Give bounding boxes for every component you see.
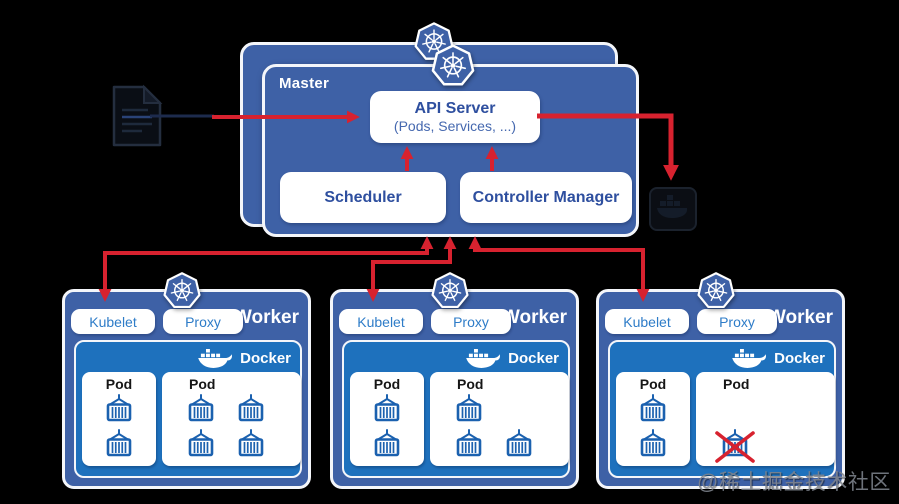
docker-box: Docker Pod Pod	[608, 340, 836, 478]
pod-containers	[696, 372, 835, 466]
docker-whale-icon	[465, 346, 501, 370]
pod-label: Pod	[457, 376, 484, 392]
docker-header: Docker	[610, 342, 834, 370]
container-icon	[236, 393, 266, 423]
watermark: @稀土掘金技术社区	[697, 471, 891, 494]
pod-box: Pod	[430, 372, 569, 466]
kubelet-box: Kubelet	[339, 309, 423, 334]
proxy-box: Proxy	[431, 309, 511, 334]
container-icon	[454, 428, 484, 458]
container-icon	[104, 393, 134, 423]
worker-node-1: Kubelet Proxy Worker Docker Pod Pod	[62, 289, 311, 489]
docker-box: Docker Pod Pod	[342, 340, 570, 478]
api-server-box: API Server (Pods, Services, ...)	[370, 91, 540, 143]
pod-containers	[82, 372, 156, 466]
pod-containers	[616, 372, 690, 466]
api-server-title: API Server	[414, 100, 496, 117]
pod-label: Pod	[723, 376, 750, 392]
pod-box: Pod	[82, 372, 156, 466]
docker-whale-icon	[731, 346, 767, 370]
container-icon	[504, 428, 534, 458]
docker-whale-icon	[197, 346, 233, 370]
pod-label: Pod	[105, 376, 133, 392]
worker-label: Worker	[767, 307, 833, 328]
kubernetes-icon	[162, 271, 202, 311]
controller-manager-box: Controller Manager	[460, 172, 632, 223]
pod-containers	[162, 372, 301, 466]
docker-label: Docker	[508, 349, 559, 367]
container-icon	[372, 428, 402, 458]
docker-label: Docker	[774, 349, 825, 367]
container-icon	[236, 428, 266, 458]
container-icon	[454, 393, 484, 423]
container-icon	[638, 428, 668, 458]
worker-node-3: Kubelet Proxy Worker Docker Pod Pod	[596, 289, 845, 489]
worker-node-2: Kubelet Proxy Worker Docker Pod Pod	[330, 289, 579, 489]
master-node: Master API Server (Pods, Services, ...) …	[262, 64, 639, 237]
pod-label: Pod	[373, 376, 401, 392]
pod-box: Pod	[696, 372, 835, 466]
worker-label: Worker	[501, 307, 567, 328]
pod-label: Pod	[639, 376, 667, 392]
worker-label: Worker	[233, 307, 299, 328]
red-cross-icon	[715, 431, 755, 463]
kubernetes-icon	[696, 271, 736, 311]
container-icon	[104, 428, 134, 458]
scheduler-box: Scheduler	[280, 172, 446, 223]
pod-box: Pod	[162, 372, 301, 466]
container-icon	[186, 428, 216, 458]
container-icon	[186, 393, 216, 423]
container-icon	[372, 393, 402, 423]
dark-cli-box-icon	[648, 184, 700, 239]
docker-box: Docker Pod Pod	[74, 340, 302, 478]
container-icon	[638, 393, 668, 423]
container-icon-failed	[715, 428, 755, 463]
pod-label: Pod	[189, 376, 216, 392]
kubelet-box: Kubelet	[71, 309, 155, 334]
docker-label: Docker	[240, 349, 291, 367]
pod-containers	[350, 372, 424, 466]
kubernetes-icon	[430, 271, 470, 311]
kubelet-box: Kubelet	[605, 309, 689, 334]
pod-containers	[430, 372, 569, 466]
manifest-document-icon	[108, 84, 166, 153]
docker-header: Docker	[344, 342, 568, 370]
pod-box: Pod	[350, 372, 424, 466]
docker-header: Docker	[76, 342, 300, 370]
pod-box: Pod	[616, 372, 690, 466]
proxy-box: Proxy	[163, 309, 243, 334]
kubernetes-icon	[430, 43, 476, 89]
proxy-box: Proxy	[697, 309, 777, 334]
master-label: Master	[279, 75, 330, 92]
api-server-subtitle: (Pods, Services, ...)	[393, 118, 517, 134]
